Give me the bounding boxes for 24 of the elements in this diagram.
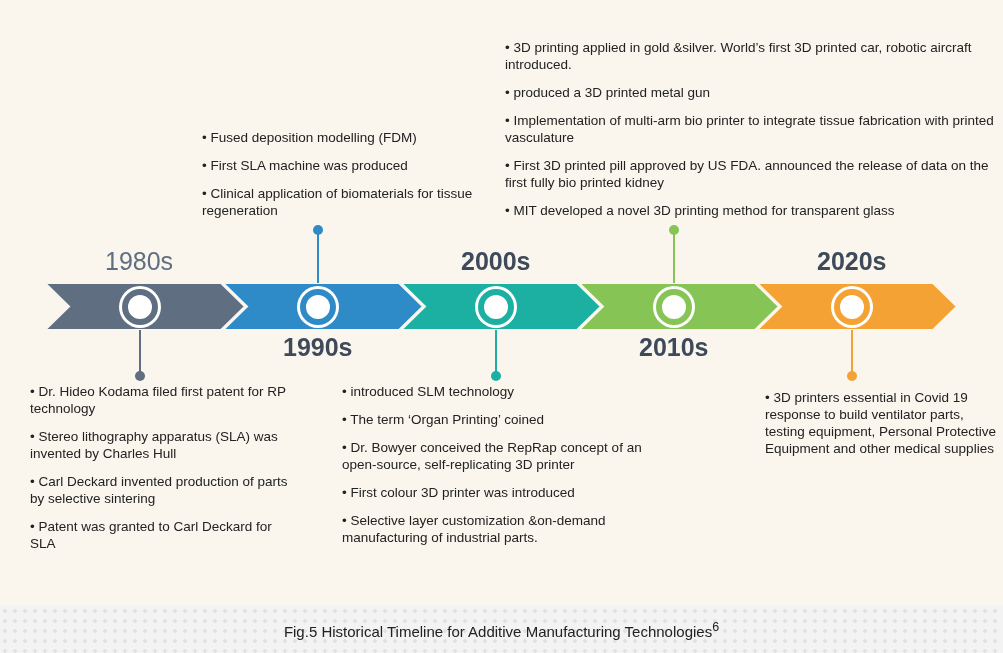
bullet-text: • Fused deposition modelling (FDM): [202, 129, 418, 146]
bullet-text: • The term ‘Organ Printing’ coined: [342, 411, 546, 428]
bullet-text: • 3D printers essential in Covid 19 response to build ventilator parts, testing equipment, Personal Protective Equipment and other medical supplies: [765, 389, 997, 457]
bullet-text: • Patent was granted to Carl Deckard for SLA: [30, 518, 273, 552]
bullet-text: • produced a 3D printed metal gun: [505, 84, 712, 101]
bullet-text: • MIT developed a novel 3D printing method for transparent glass: [505, 202, 896, 219]
bullet-text: • Carl Deckard invented production of parts by selective sintering: [30, 473, 289, 507]
bullet-text: • Implementation of multi-arm bio printer to integrate tissue fabrication with printed vasculature: [505, 112, 995, 146]
bullet-text: • 3D printing applied in gold &silver. World’s first 3D printed car, robotic aircraft introduced.: [505, 39, 973, 73]
bullet-text: • introduced SLM technology: [342, 383, 516, 400]
decade-label: 2000s: [461, 247, 531, 276]
bullet-text: • Clinical application of biomaterials for tissue regeneration: [202, 185, 474, 219]
bullet-text: • First colour 3D printer was introduced: [342, 484, 576, 501]
bullet-text: • Dr. Hideo Kodama filed first patent for RP technology: [30, 383, 287, 417]
bullet-text: • Selective layer customization &on-demand manufacturing of industrial parts.: [342, 512, 607, 546]
decade-label: 1990s: [283, 333, 353, 362]
bullet-text: • Stereo lithography apparatus (SLA) was invented by Charles Hull: [30, 428, 279, 462]
decade-label: 1980s: [105, 247, 174, 276]
figure-caption: Fig.5 Historical Timeline for Additive Manufacturing Technologies$^{6}$: [282, 620, 721, 640]
decade-label: 2010s: [639, 333, 709, 362]
bullet-text: • First 3D printed pill approved by US FDA. announced the release of data on the first fully bio printed kidney: [505, 157, 990, 191]
bullet-text: • First SLA machine was produced: [202, 157, 409, 174]
bullet-text: • Dr. Bowyer conceived the RepRap concept of an open-source, self-replicating 3D printer: [342, 439, 642, 473]
decade-label: 2020s: [817, 247, 887, 276]
